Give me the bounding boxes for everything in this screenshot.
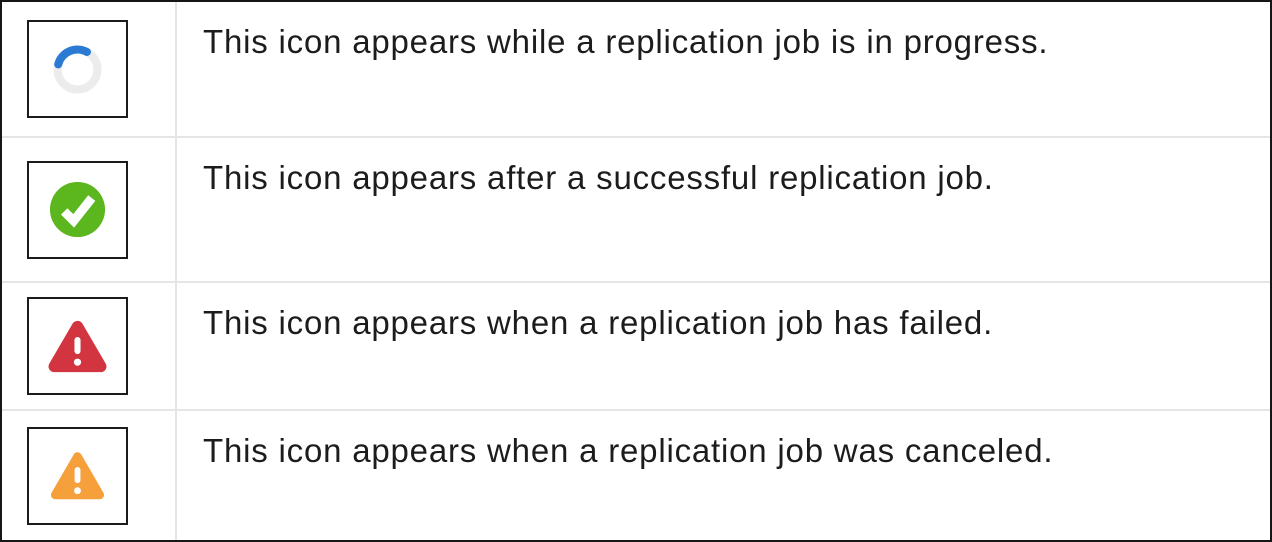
failed-warning-icon <box>27 297 128 395</box>
canceled-warning-icon <box>27 426 128 525</box>
description-cell: This icon appears when a replication job… <box>177 411 1270 540</box>
icon-cell <box>2 138 177 281</box>
success-check-icon <box>27 160 128 259</box>
icon-cell <box>2 2 177 136</box>
table-row: This icon appears after a successful rep… <box>2 138 1270 283</box>
description-cell: This icon appears when a replication job… <box>177 283 1270 409</box>
table-row: This icon appears when a replication job… <box>2 283 1270 411</box>
table-row: This icon appears while a replication jo… <box>2 2 1270 138</box>
description-cell: This icon appears after a successful rep… <box>177 138 1270 281</box>
row-description: This icon appears while a replication jo… <box>203 23 1049 60</box>
table-row: This icon appears when a replication job… <box>2 411 1270 540</box>
icon-cell <box>2 411 177 540</box>
description-cell: This icon appears while a replication jo… <box>177 2 1270 136</box>
row-description: This icon appears when a replication job… <box>203 304 994 341</box>
icon-cell <box>2 283 177 409</box>
row-description: This icon appears when a replication job… <box>203 432 1054 469</box>
in-progress-spinner-icon <box>27 20 128 118</box>
row-description: This icon appears after a successful rep… <box>203 159 994 196</box>
